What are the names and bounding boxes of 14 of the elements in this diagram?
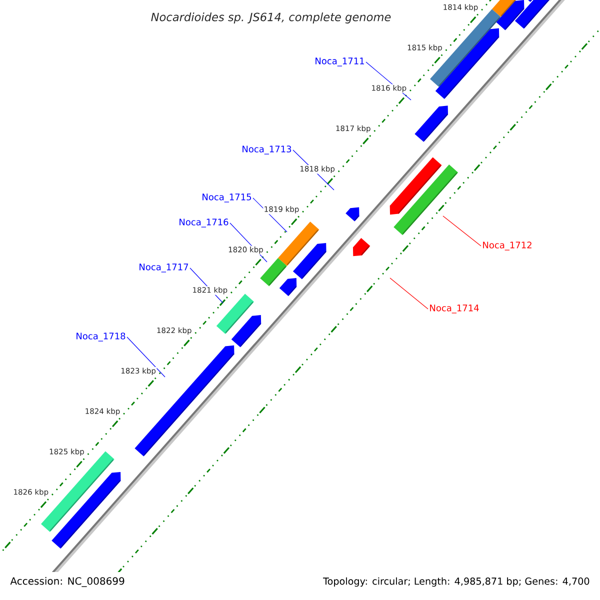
gene-label: Noca_1717: [140, 264, 188, 272]
gene-label: Noca_1714: [430, 304, 479, 314]
gene-label: Noca_1718: [76, 332, 126, 342]
gene-label: Noca_1711: [316, 58, 364, 66]
title: Nocardioides sp. JS614, complete genome: [151, 12, 391, 24]
leader-line: [390, 278, 428, 310]
gene-label: Noca_1712: [483, 242, 532, 250]
leader-line: [126, 336, 166, 378]
gene-label: Noca_1716: [180, 218, 228, 228]
accession-text: Accession: NC_008699: [10, 577, 124, 587]
genome-info-text: Topology: circular; Length: 4,985,871 bp; Genes: 4,700: [323, 577, 590, 587]
gene-label: Noca_1713: [242, 146, 292, 154]
leader-line: [442, 216, 482, 246]
gene-label: Noca_1715: [202, 194, 252, 202]
